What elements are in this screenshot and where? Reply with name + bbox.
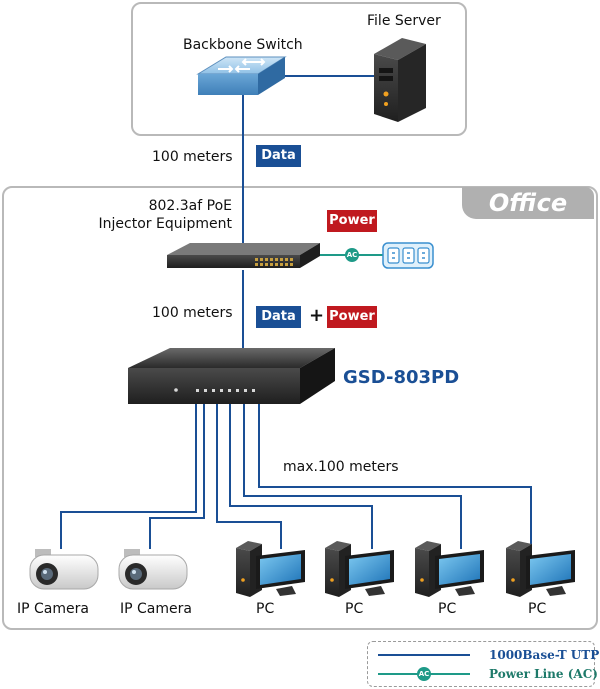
device-label-pc-2: PC	[345, 601, 364, 617]
data-tag-mid: Data	[256, 306, 301, 328]
file-server-label: File Server	[367, 13, 441, 29]
gsd-803pd-switch-icon	[128, 348, 335, 404]
ip-camera-2-icon	[118, 549, 188, 590]
legend-ac-marker-label: AC	[418, 670, 430, 678]
plus-sign: +	[309, 305, 325, 326]
pc-1-icon	[236, 541, 305, 597]
distance-mid-label: 100 meters	[152, 305, 233, 321]
power-outlet-icon	[382, 242, 434, 269]
legend-utp-label: 1000Base-T UTP	[489, 648, 600, 662]
office-tab	[462, 187, 594, 219]
backbone-switch-label: Backbone Switch	[183, 37, 303, 53]
power-tag-mid: Power	[327, 306, 377, 328]
distance-top-label: 100 meters	[152, 149, 233, 165]
device-label-ip-camera-2: IP Camera	[120, 601, 192, 617]
injector-label-line2: Injector Equipment	[98, 216, 232, 232]
pc-4-icon	[506, 541, 575, 597]
injector-label-line1: 802.3af PoE	[148, 198, 232, 214]
pc-2-icon	[325, 541, 394, 597]
device-label-pc-4: PC	[528, 601, 547, 617]
pc-3-icon	[415, 541, 484, 597]
data-tag-top: Data	[256, 145, 301, 167]
utp-cables	[60, 75, 532, 549]
ac-marker-label: AC	[346, 251, 358, 259]
device-label-pc-3: PC	[438, 601, 457, 617]
ac-marker-icon	[345, 248, 359, 262]
backbone-switch-icon	[196, 56, 287, 95]
legend-box	[367, 641, 595, 687]
device-label-pc-1: PC	[256, 601, 275, 617]
power-tag-top: Power	[327, 210, 377, 232]
model-label: GSD-803PD	[343, 367, 460, 388]
legend-ac-label: Power Line (AC)	[489, 667, 598, 681]
legend-ac-marker-icon	[417, 667, 431, 681]
ip-camera-1-icon	[29, 549, 99, 590]
office-label: Office	[488, 189, 568, 217]
file-server-icon	[374, 38, 426, 122]
poe-injector-icon	[167, 243, 320, 268]
max-distance-label: max.100 meters	[283, 459, 399, 475]
device-label-ip-camera-1: IP Camera	[17, 601, 89, 617]
